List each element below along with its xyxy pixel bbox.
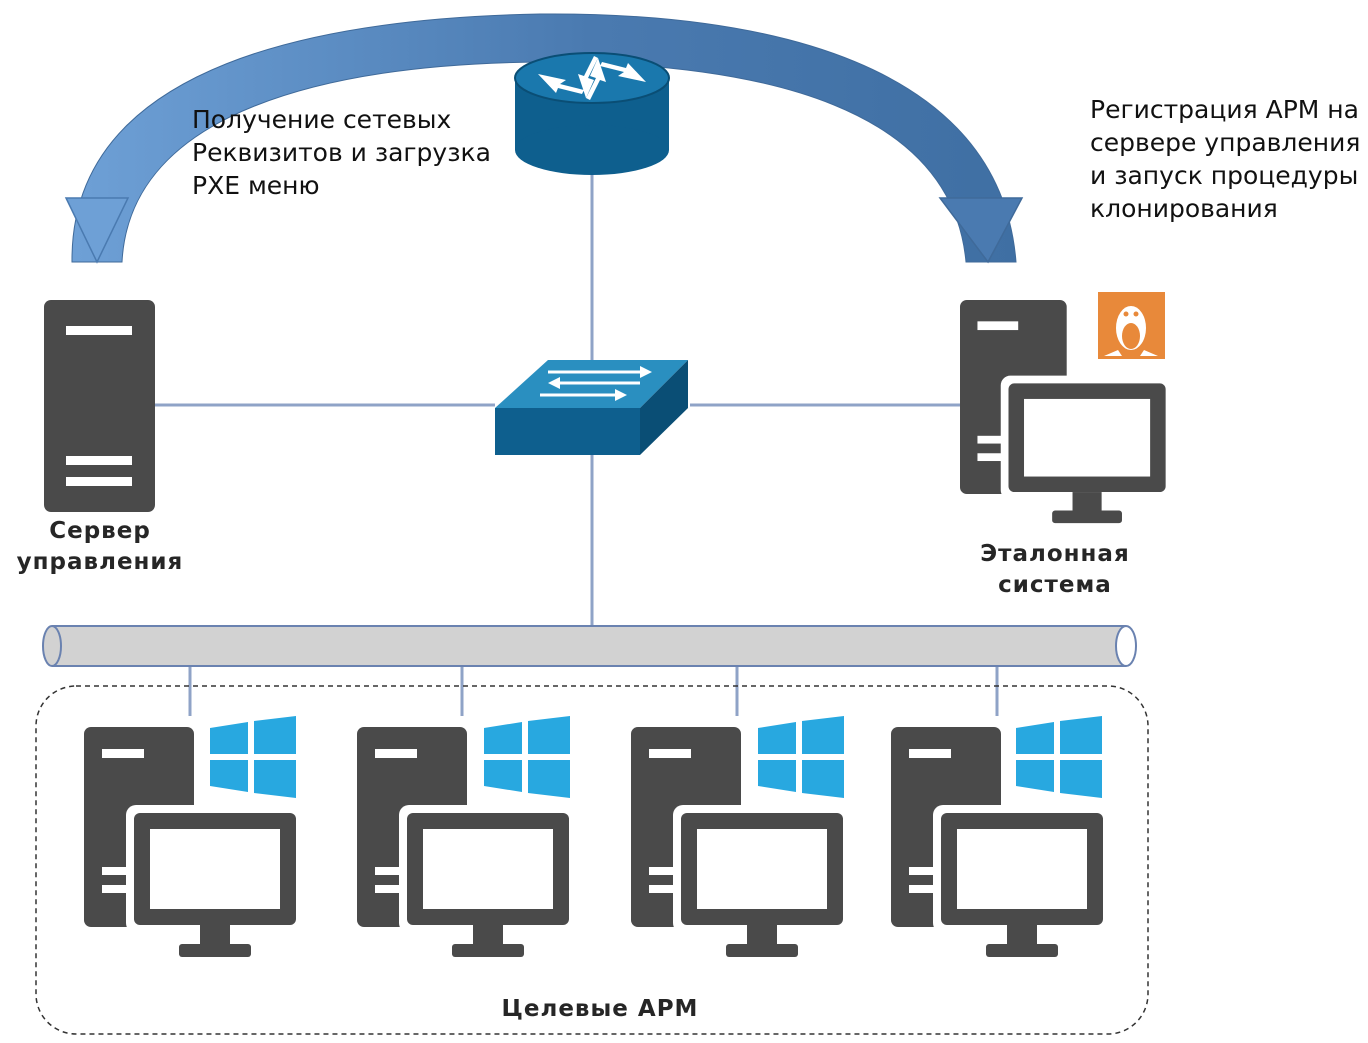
annotation-right: Регистрация АРМ на сервере управления и … <box>1090 95 1361 223</box>
target-workstation-1 <box>84 716 304 957</box>
target-workstation-4 <box>891 716 1111 957</box>
flow-arrow <box>64 13 1024 264</box>
router-icon <box>514 52 670 175</box>
arrow-head-left-icon <box>64 197 130 264</box>
arrow-head-right-icon <box>938 197 1024 264</box>
windows-logo-icon <box>484 716 570 798</box>
network-bus-icon <box>42 625 1137 667</box>
switch-icon <box>495 360 688 455</box>
windows-logo-icon <box>758 716 844 798</box>
linux-tux-icon <box>1098 292 1165 359</box>
label-server: Сервер управления <box>16 518 184 575</box>
target-workstation-3 <box>631 716 851 957</box>
label-target-workstations: Целевые АРМ <box>501 996 699 1022</box>
target-workstation-2 <box>357 716 577 957</box>
server-tower-icon <box>44 300 155 512</box>
target-group-frame <box>35 685 1149 1035</box>
annotation-left: Получение сетевых Реквизитов и загрузка … <box>192 105 491 200</box>
network-links <box>155 148 999 716</box>
windows-logo-icon <box>1016 716 1102 798</box>
label-reference-system: Эталонная система <box>980 541 1130 598</box>
windows-logo-icon <box>210 716 296 798</box>
